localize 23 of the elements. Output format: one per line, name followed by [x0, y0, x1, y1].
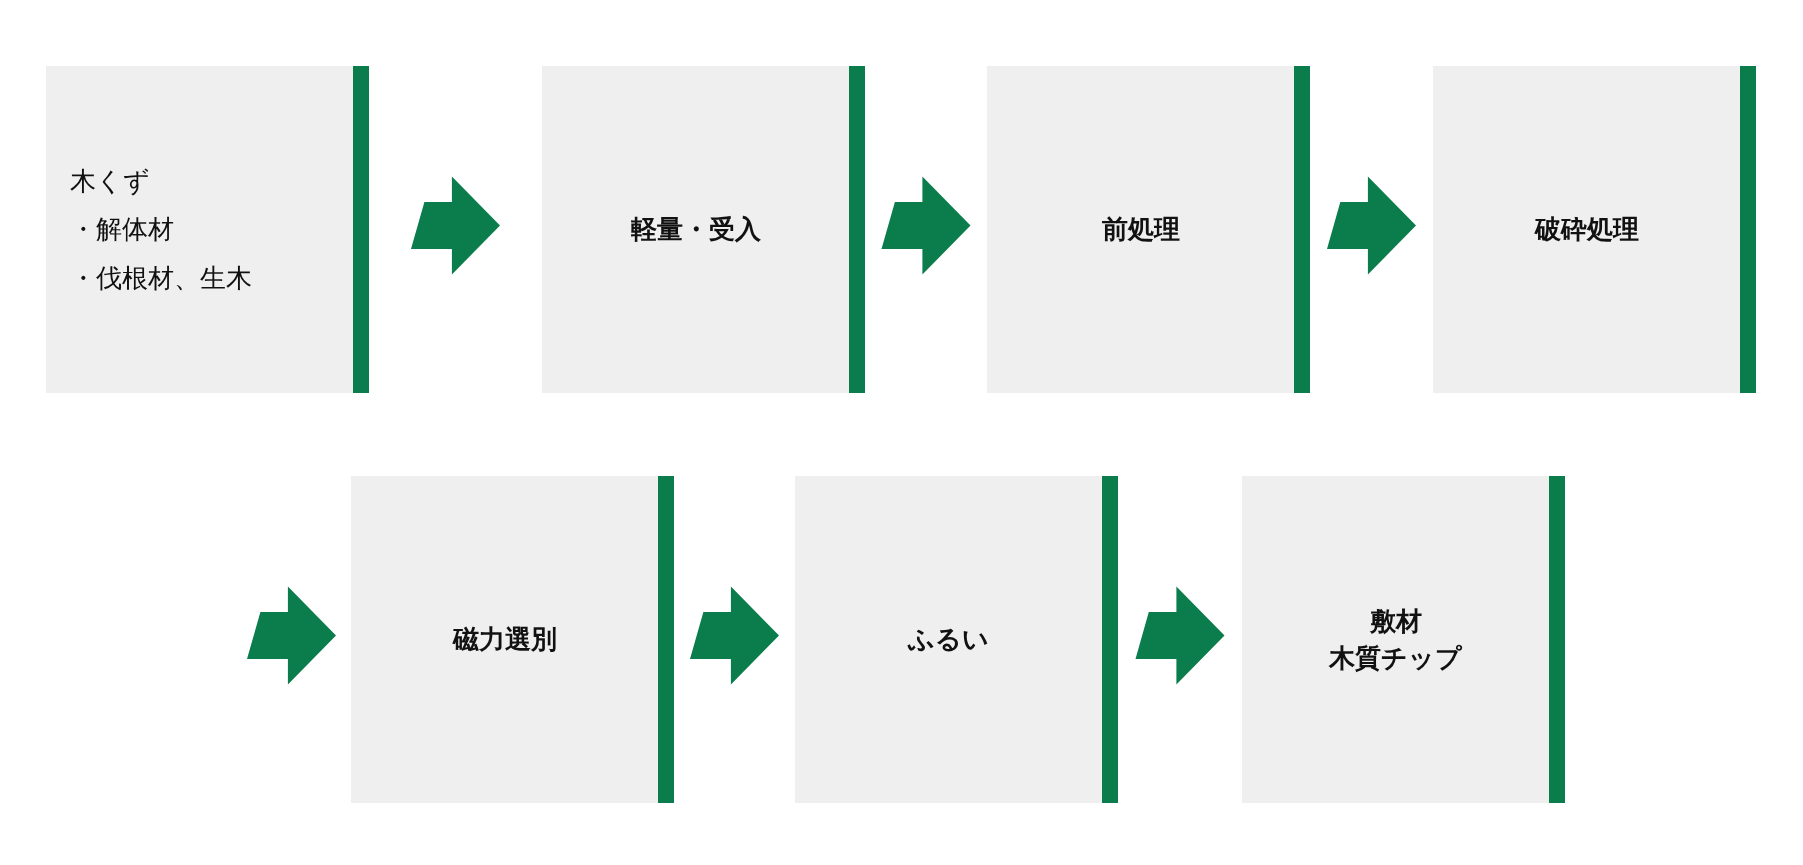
block-arrow — [247, 586, 336, 685]
box-text: ・解体材 — [70, 213, 174, 246]
block-arrow — [1327, 176, 1416, 275]
box-text: 木くず — [70, 164, 150, 198]
process-box — [351, 476, 674, 803]
box-text: ・伐根材、生木 — [70, 261, 252, 295]
block-arrow — [411, 176, 500, 275]
box-text: 敷材 — [1369, 605, 1422, 638]
block-arrow — [690, 586, 779, 685]
block-arrow — [1135, 586, 1225, 685]
block-arrow — [881, 176, 971, 275]
process-box — [1433, 66, 1756, 393]
process-box — [1242, 476, 1565, 803]
box-text: 前処理 — [1101, 213, 1180, 246]
box-text: ふるい — [908, 623, 989, 656]
process-box — [542, 66, 865, 393]
box-text: 磁力選別 — [452, 623, 557, 656]
box-text: 破砕処理 — [1534, 213, 1639, 246]
process-box — [795, 476, 1118, 803]
box-text: 軽量・受入 — [630, 213, 761, 246]
process-box — [46, 66, 369, 393]
box-text: 木質チップ — [1329, 641, 1462, 674]
process-box — [987, 66, 1310, 393]
